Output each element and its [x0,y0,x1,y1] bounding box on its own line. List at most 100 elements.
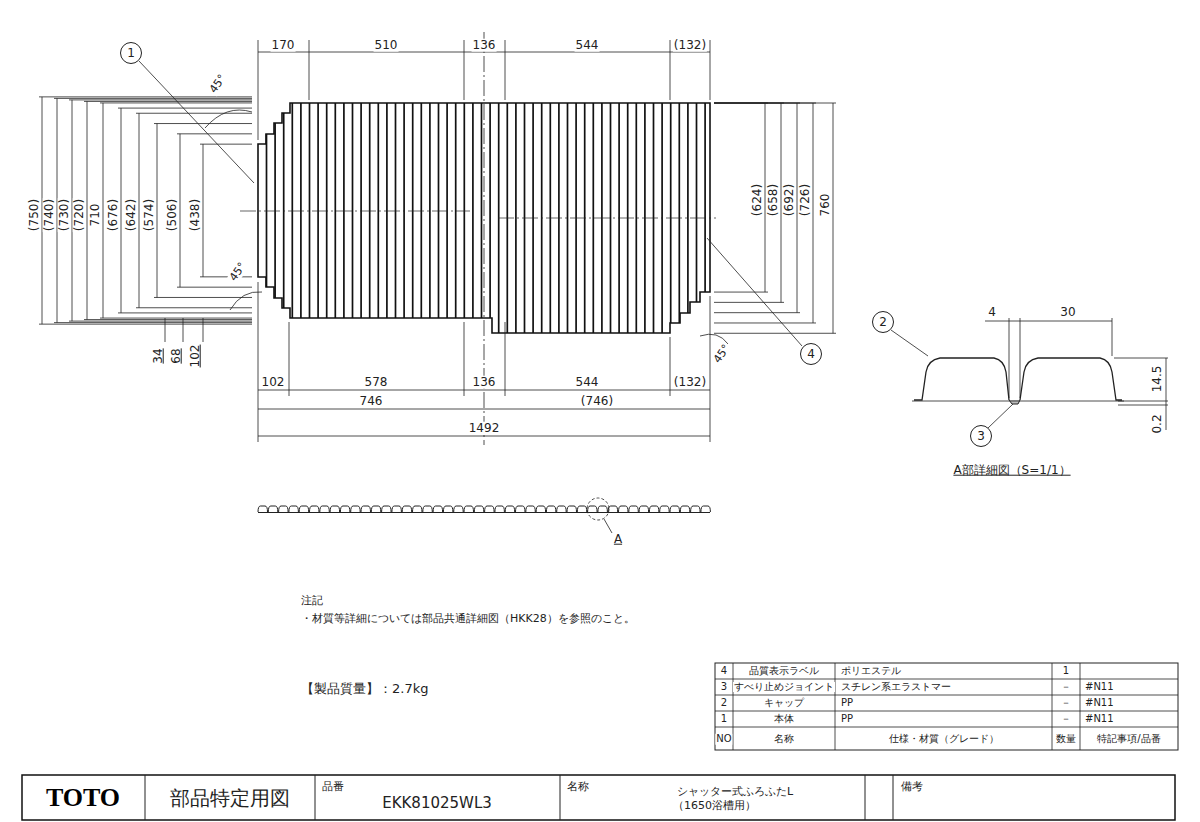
slat-line [343,103,345,318]
drawing-label: 746 [359,395,384,408]
drawing-label: (746) [580,395,614,408]
drawing-label: 544 [575,39,600,52]
leader-line [988,404,1013,428]
drawing-label: 136 [472,376,497,389]
dimension-line [154,297,252,298]
dimension-line [136,113,252,114]
dimension-line [1166,401,1167,430]
dimension-line [136,307,252,308]
drawing-label: 本体 [773,714,795,724]
title-frame [22,775,1175,820]
slat-line [438,103,440,318]
section-profile [258,506,710,512]
detail-profile [914,358,1122,400]
title-rule [865,775,866,820]
slat-line [472,103,474,318]
drawing-label: 30 [1059,306,1076,319]
drawing-label: 3 [720,682,728,693]
dimension-line [714,322,816,323]
drawing-label: (438) [189,198,202,232]
drawing-label: (740) [43,198,56,232]
title-rule [315,775,316,820]
leader-line [604,519,612,533]
dimension-line [464,322,465,396]
callout-number: 4 [807,348,815,360]
drawing-label: 510 [374,39,399,52]
drawing-label: 578 [364,376,389,389]
dimension-line [670,337,671,396]
table-rule [715,727,1178,728]
drawing-label: 備考 [900,781,924,793]
dimension-line [1020,318,1021,398]
drawing-label: ・材質等詳細については部品共通詳細図（HKK28）を参照のこと。 [300,613,636,625]
leader-line [707,238,802,346]
cover-slats [267,103,706,333]
drawing-label: スチレン系エラストマー [840,682,952,693]
dimension-line [1009,318,1010,398]
drawing-label: (132) [673,376,707,389]
dimension-line [1118,405,1168,406]
dimension-line [464,40,465,100]
drawing-label: 34 [152,347,165,364]
callout-circle: 1 [120,42,142,64]
dimension-line [84,319,252,320]
dimension-line [710,40,711,100]
slat-line [283,113,285,308]
drawing-label: 名称 [566,781,590,793]
drawing-label: 【製品質量】：2.7kg [300,682,429,696]
center-line [498,218,716,219]
dimension-line [177,287,252,288]
slat-line [678,103,680,323]
dimension-line [710,296,711,442]
slat-line [274,123,276,298]
slat-line [317,103,319,318]
drawing-label: － [1060,698,1072,709]
dimension-line [258,409,710,410]
drawing-label: 1492 [468,422,501,435]
slat-line [403,103,405,318]
callout-number: 3 [977,430,985,442]
drawing-label: (574) [143,198,156,232]
drawing-label: PP [840,714,854,725]
title-rule [145,775,146,820]
section-profile [258,512,710,513]
dimension-line [309,40,310,100]
slat-line [635,103,637,333]
dimension-line [118,312,252,313]
drawing-label: 1 [720,714,728,725]
drawing-label: 品番 [321,781,345,793]
drawing-label: (506) [166,198,179,232]
callout-number: 2 [879,316,887,328]
drawing-label: 136 [472,39,497,52]
drawing-label: NO [715,734,732,745]
dimension-line [258,40,259,140]
table-rule [715,711,1178,712]
drawing-label: 710 [89,203,102,228]
dimension-line [157,124,158,298]
drawing-label: 部品特定用図 [169,788,291,809]
slat-line [291,103,293,318]
slat-line [386,103,388,318]
drawing-label: 544 [575,376,600,389]
dimension-line [714,312,800,313]
slat-line [326,103,328,318]
drawing-label: 2 [720,698,728,709]
drawing-label: #N11 [1084,698,1115,709]
drawing-label: 14.5 [1151,365,1164,394]
drawing-label: 45° [227,260,249,284]
drawing-label: すべり止めジョイント [733,682,835,692]
drawing-label: (750) [28,198,41,232]
dimension-line [985,321,1112,322]
dimension-line [813,103,814,323]
angle-arc [205,110,252,128]
slat-line [463,103,465,318]
dimension-line [714,302,784,303]
drawing-label: － [1060,682,1072,693]
dimension-line [100,102,252,103]
dimension-line [121,108,122,313]
dimension-line [180,134,181,287]
drawing-label: ポリエステル [840,666,902,677]
slat-line [515,103,517,333]
drawing-label: #N11 [1084,682,1115,693]
